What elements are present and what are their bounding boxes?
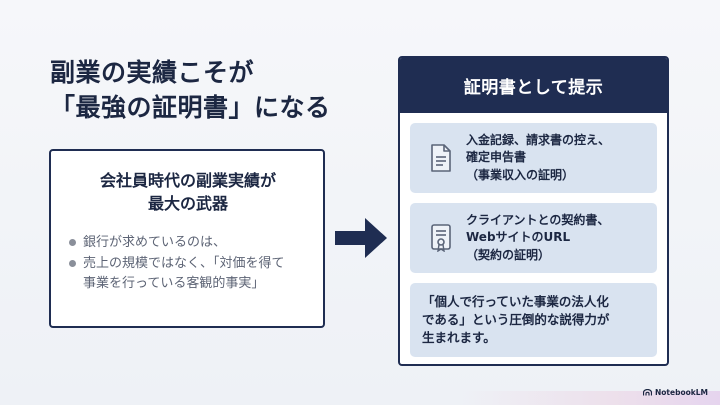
bullet-text: 銀行が求めているのは、 xyxy=(83,235,227,251)
conclusion-line: である」という圧倒的な説得力が xyxy=(422,312,610,328)
side-business-card: 会社員時代の副業実績が 最大の武器 銀行が求めているのは、 売上の規模ではなく、… xyxy=(49,149,325,328)
certificate-icon xyxy=(431,224,451,252)
proof-item-line: （事業収入の証明） xyxy=(466,167,575,182)
bullet-item: 銀行が求めているのは、 xyxy=(69,233,307,253)
bullet-dot-icon xyxy=(69,239,76,247)
card-title-line-2: 最大の武器 xyxy=(147,194,228,214)
headline: 副業の実績こそが 「最強の証明書」になる xyxy=(50,56,380,125)
brand-label: NotebookLM xyxy=(654,388,708,397)
right-arrow-icon xyxy=(335,218,387,258)
headline-line-1: 副業の実績こそが xyxy=(50,58,255,87)
brand-mark: NotebookLM xyxy=(642,388,708,397)
proof-item-line: 入金記録、請求書の控え、 xyxy=(466,133,611,148)
proof-panel: 証明書として提示 入金記録、請求書の控え、 確定申告書 （事業収入の証明） xyxy=(398,56,669,366)
conclusion-box: 「個人で行っていた事業の法人化 である」という圧倒的な説得力が 生まれます。 xyxy=(410,283,657,357)
panel-body: 入金記録、請求書の控え、 確定申告書 （事業収入の証明） クライアントとの契約書… xyxy=(400,113,667,357)
proof-item-line: （契約の証明） xyxy=(466,247,551,262)
conclusion-line: 「個人で行っていた事業の法人化 xyxy=(422,294,609,310)
bullet-text-continued: 事業を行っている客観的事実」 xyxy=(83,275,265,291)
proof-item: 入金記録、請求書の控え、 確定申告書 （事業収入の証明） xyxy=(410,123,657,193)
panel-header: 証明書として提示 xyxy=(400,58,667,113)
card-title-line-1: 会社員時代の副業実績が xyxy=(99,171,276,190)
proof-item-line: WebサイトのURL xyxy=(466,230,571,245)
headline-line-2: 「最強の証明書」になる xyxy=(50,92,331,122)
conclusion-line: 生まれます。 xyxy=(422,329,496,345)
bullet-item: 売上の規模ではなく、「対価を得て 事業を行っている客観的事実」 xyxy=(69,254,307,294)
proof-item-text: 入金記録、請求書の控え、 確定申告書 （事業収入の証明） xyxy=(466,132,610,183)
bullet-text: 売上の規模ではなく、「対価を得て xyxy=(83,255,285,271)
proof-item-line: 確定申告書 xyxy=(466,150,527,165)
proof-item: クライアントとの契約書、 WebサイトのURL （契約の証明） xyxy=(410,203,657,273)
bullet-list: 銀行が求めているのは、 売上の規模ではなく、「対価を得て 事業を行っている客観的… xyxy=(69,233,307,293)
corner-glow xyxy=(460,391,720,405)
notebooklm-logo-icon xyxy=(642,389,652,396)
document-lines-icon xyxy=(431,144,451,172)
proof-item-line: クライアントとの契約書、 xyxy=(466,213,610,228)
panel-title: 証明書として提示 xyxy=(463,78,604,98)
proof-item-text: クライアントとの契約書、 WebサイトのURL （契約の証明） xyxy=(466,212,609,263)
conclusion-text: 「個人で行っていた事業の法人化 である」という圧倒的な説得力が 生まれます。 xyxy=(422,293,609,346)
card-title: 会社員時代の副業実績が 最大の武器 xyxy=(69,169,307,215)
bullet-dot-icon xyxy=(69,259,76,267)
